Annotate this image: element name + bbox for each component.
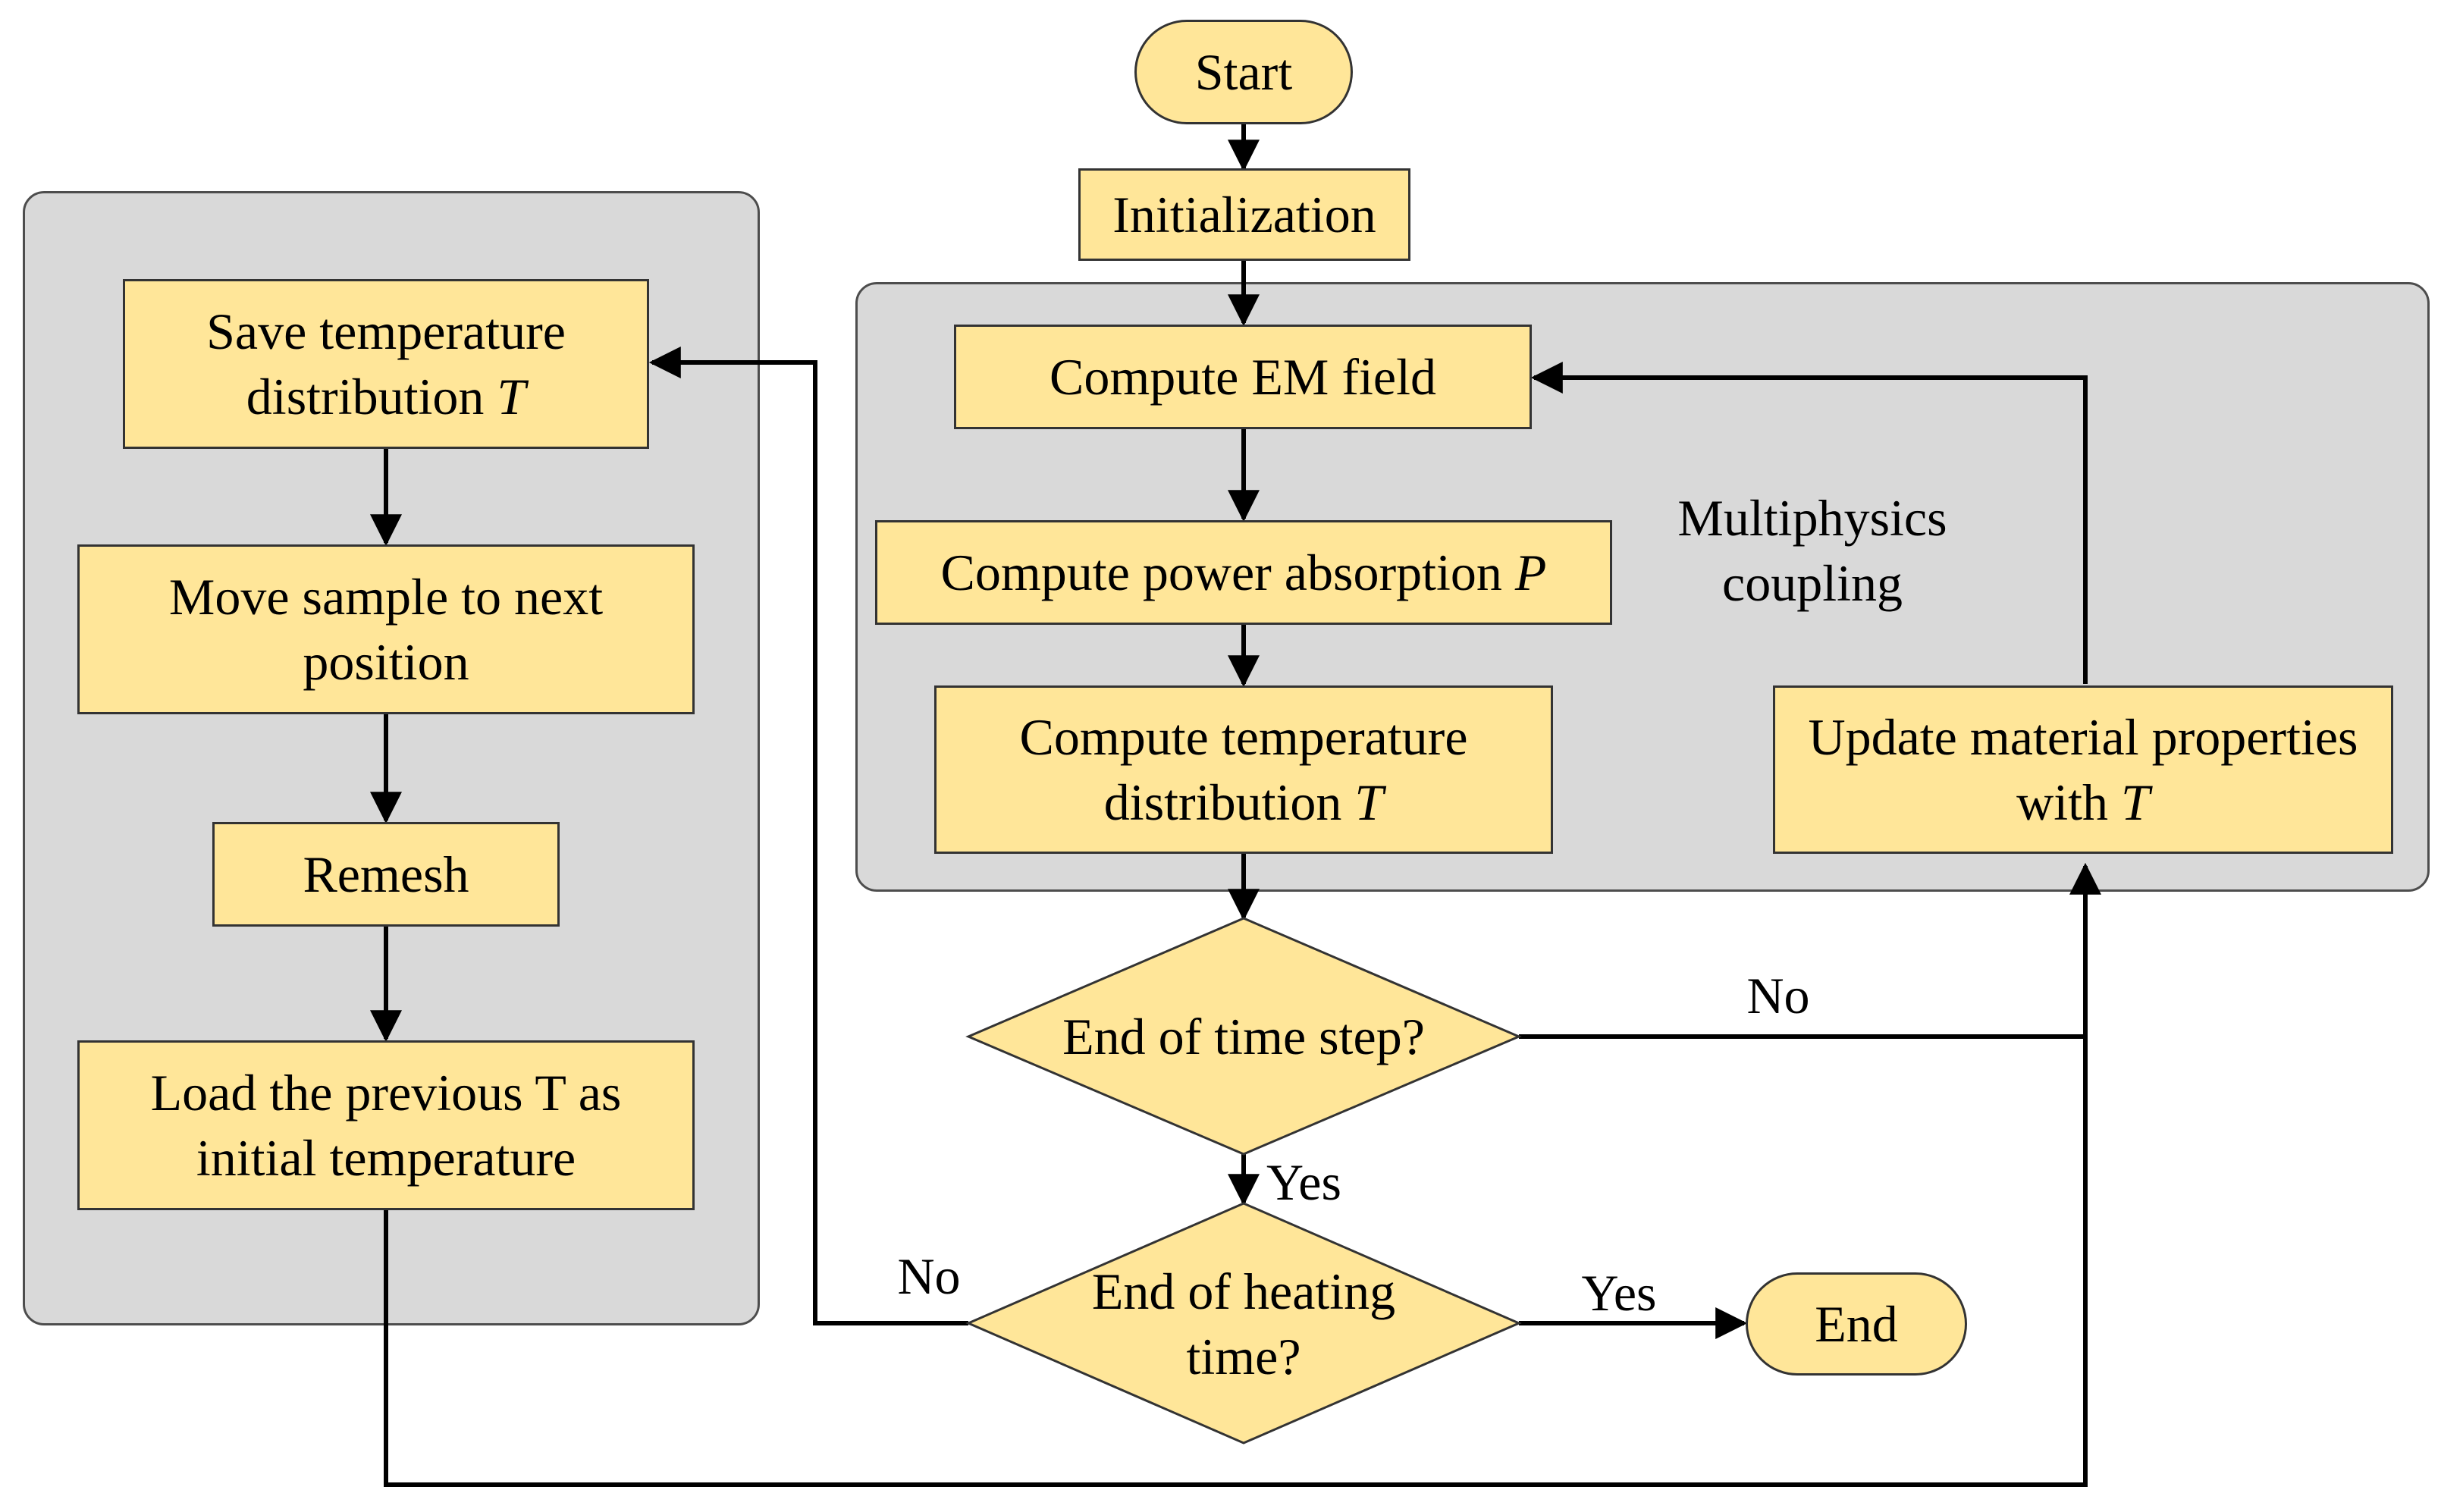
compute-power-box: Compute power absorption P bbox=[875, 520, 1612, 625]
compute-temperature-line2: distribution T bbox=[1104, 770, 1383, 835]
compute-temperature-line2-text: distribution bbox=[1103, 773, 1342, 831]
heating-no-label: No bbox=[897, 1247, 961, 1305]
end-of-heating-time-text: End of heating time? bbox=[1009, 1259, 1479, 1389]
arrow-decision2-no bbox=[648, 347, 968, 1325]
compute-power-variable: P bbox=[1514, 544, 1547, 601]
compute-em-field-box: Compute EM field bbox=[954, 325, 1532, 429]
compute-temperature-variable: T bbox=[1354, 773, 1384, 831]
end-of-time-step-label: End of time step? bbox=[1062, 1008, 1425, 1065]
save-temperature-line1: Save temperature bbox=[206, 303, 566, 360]
update-material-line2: with T bbox=[2016, 770, 2150, 835]
end-of-heating-line1: End of heating bbox=[1091, 1263, 1396, 1320]
compute-power-text: Compute power absorption bbox=[940, 544, 1502, 601]
time-step-no-label: No bbox=[1746, 967, 1810, 1024]
remesh-box: Remesh bbox=[212, 822, 560, 927]
heating-yes-label: Yes bbox=[1581, 1264, 1657, 1322]
initialization-box: Initialization bbox=[1078, 168, 1410, 261]
move-sample-box: Move sample to next position bbox=[77, 544, 695, 714]
save-temperature-variable: T bbox=[497, 368, 526, 425]
multiphysics-coupling-line2: coupling bbox=[1722, 554, 1903, 612]
load-previous-box: Load the previous T as initial temperatu… bbox=[77, 1040, 695, 1210]
move-sample-line1: Move sample to next bbox=[168, 568, 604, 626]
update-material-line2-text: with bbox=[2016, 773, 2109, 831]
end-label: End bbox=[1815, 1295, 1898, 1353]
decision-end-of-heating-time bbox=[965, 1202, 1522, 1445]
decision-end-of-time-step bbox=[965, 917, 1522, 1156]
remesh-label: Remesh bbox=[303, 845, 469, 903]
compute-power-label: Compute power absorption P bbox=[941, 540, 1547, 605]
arrow-load-loop bbox=[384, 866, 2088, 1487]
end-of-heating-line2: time? bbox=[1186, 1328, 1301, 1385]
end-node: End bbox=[1746, 1272, 1967, 1376]
start-label: Start bbox=[1194, 43, 1293, 101]
start-node: Start bbox=[1134, 20, 1353, 124]
load-previous-line1: Load the previous T as bbox=[150, 1064, 622, 1121]
save-temperature-line2: distribution T bbox=[246, 364, 526, 429]
end-of-time-step-text: End of time step? bbox=[986, 986, 1501, 1087]
load-previous-line2: initial temperature bbox=[196, 1129, 576, 1187]
save-temperature-line2-text: distribution bbox=[246, 368, 485, 425]
multiphysics-coupling-line1: Multiphysics bbox=[1677, 489, 1947, 547]
update-material-box: Update material properties with T bbox=[1773, 685, 2393, 854]
update-material-line1: Update material properties bbox=[1808, 708, 2358, 766]
compute-em-field-label: Compute EM field bbox=[1050, 348, 1436, 406]
save-temperature-box: Save temperature distribution T bbox=[123, 279, 649, 449]
update-material-variable: T bbox=[2121, 773, 2150, 831]
compute-temperature-box: Compute temperature distribution T bbox=[934, 685, 1553, 854]
move-sample-line2: position bbox=[303, 633, 469, 691]
initialization-label: Initialization bbox=[1112, 186, 1376, 243]
multiphysics-coupling-label: Multiphysics coupling bbox=[1630, 485, 1994, 616]
time-step-yes-label: Yes bbox=[1266, 1153, 1341, 1211]
arrow-update-to-em bbox=[1530, 362, 2088, 684]
compute-temperature-line1: Compute temperature bbox=[1019, 708, 1468, 766]
